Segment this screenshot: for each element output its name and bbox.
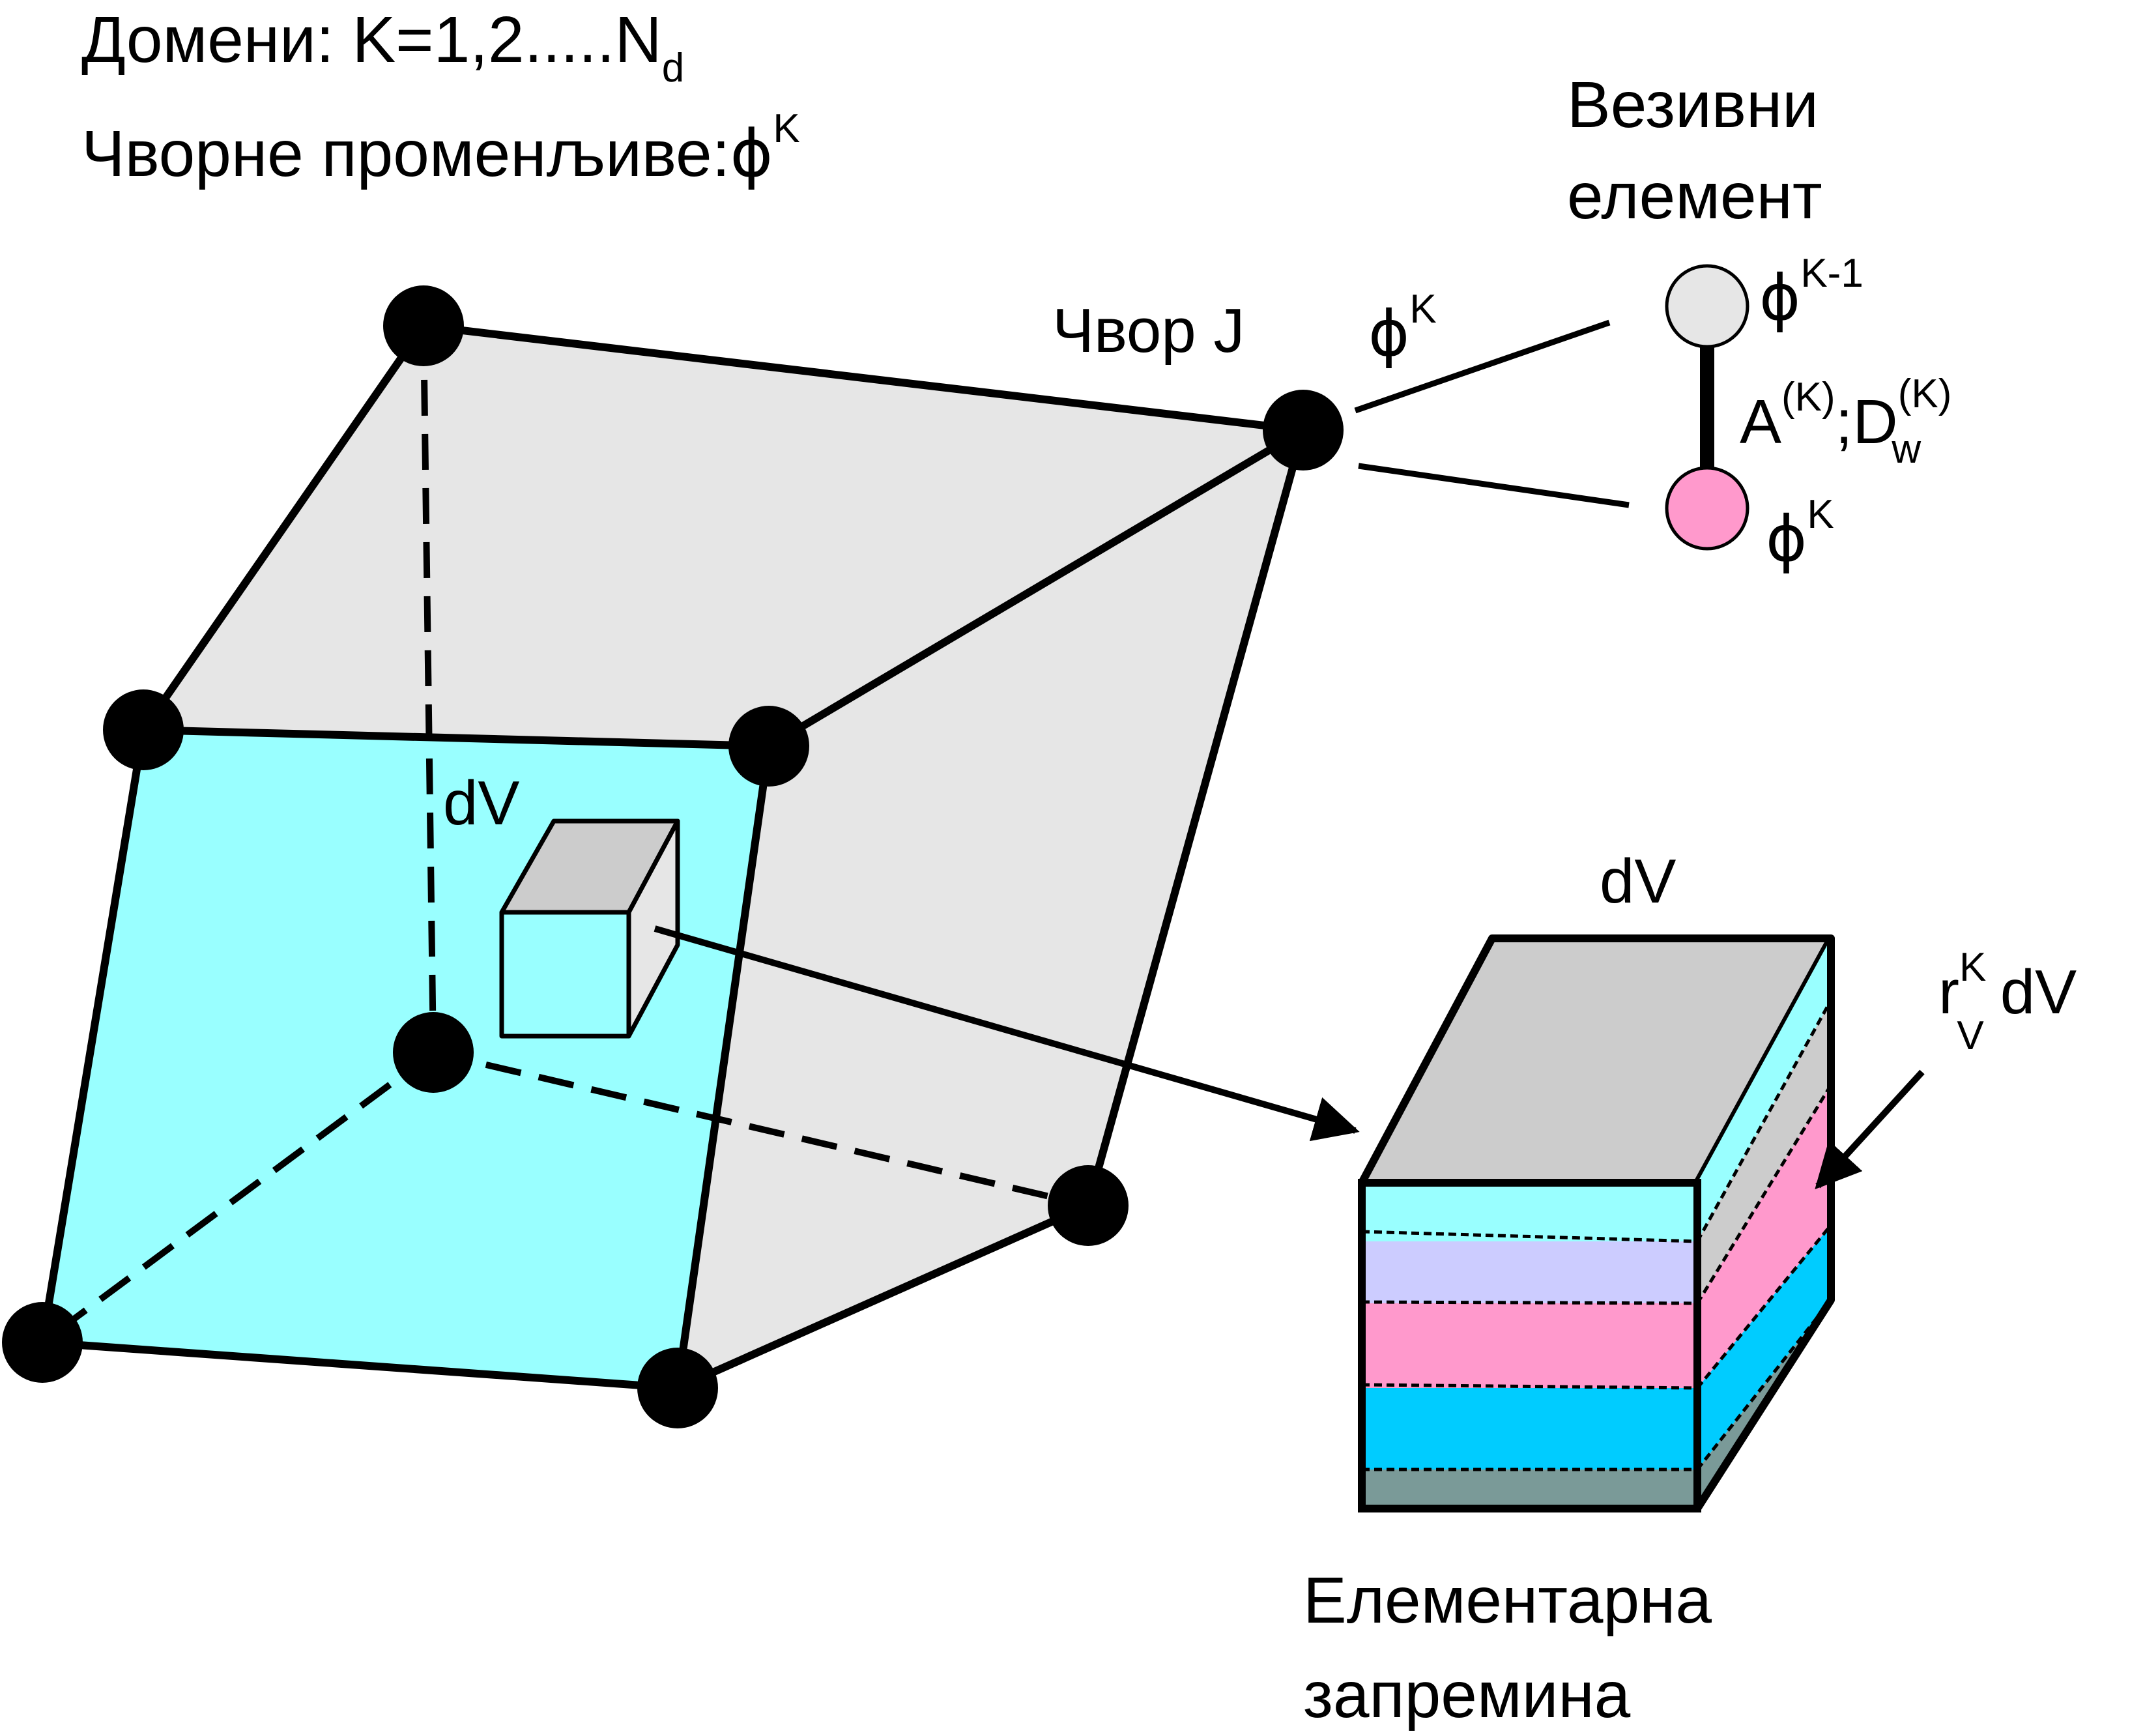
connector-node-top [1665, 264, 1749, 349]
connecting-element-label-line2: елемент [1567, 160, 1822, 233]
hidden-edge-to-front [40, 1049, 435, 1346]
node-bottom-back-right [1048, 1165, 1129, 1246]
node-top-front-right [728, 706, 809, 787]
hidden-edge-to-right [432, 1049, 1089, 1209]
connector-line-upper [1354, 319, 1611, 414]
elementary-volume-label-line2: запремина [1303, 1658, 1631, 1731]
node-j [1263, 390, 1344, 470]
a-d-coefficients-label: A(K);D(K)w [1740, 371, 1951, 472]
dv-volume-label: dV [1600, 846, 1676, 916]
ev-side-cyan [1697, 938, 1831, 1241]
connector-node-bottom [1665, 466, 1749, 551]
connecting-element [1354, 264, 1749, 551]
node-bottom-front-left [2, 1302, 83, 1383]
phi-k-bottom-label: ϕK [1766, 492, 1834, 575]
visible-edges [38, 322, 1307, 1392]
elementary-volume-label-line1: Елементарна [1303, 1564, 1712, 1637]
node-top-back-left [383, 285, 464, 366]
small-dv-cube [499, 818, 680, 1039]
ev-side-gray [1697, 1000, 1831, 1303]
zoom-arrow [654, 925, 1360, 1142]
phi-k-minus-1-label: ϕK-1 [1759, 251, 1864, 334]
domain-nodes [2, 285, 1344, 1428]
node-top-front-left [103, 689, 184, 770]
dv-inner-label: dV [443, 768, 519, 838]
domain-hexahedron [2, 285, 1344, 1428]
node-bottom-front-right [637, 1348, 718, 1428]
connecting-element-label-line1: Везивни [1567, 68, 1819, 141]
back-gray-face [143, 326, 1303, 1388]
ev-layer-blue [1362, 1388, 1697, 1469]
small-cube-front [499, 910, 631, 1039]
ev-side-blue [1697, 1225, 1831, 1469]
ev-front-outline [1358, 1179, 1701, 1512]
phi-k-node-label: ϕK [1368, 287, 1437, 370]
node-hidden-back [393, 1012, 474, 1093]
hidden-edge-vertical [420, 325, 437, 1053]
ev-layer-lavender [1362, 1241, 1697, 1303]
node-j-label: Чвор J [1052, 296, 1245, 366]
ev-layer-pink [1362, 1303, 1697, 1388]
domains-title: Домени: K=1,2.....Nd [81, 3, 684, 91]
ev-side-pink [1697, 1085, 1831, 1388]
node-variables-title: Чворне променљиве:ϕK [81, 106, 800, 192]
source-arrow [1815, 1069, 1925, 1190]
connector-line-lower [1358, 463, 1630, 508]
ev-layer-gray [1362, 1469, 1697, 1509]
ev-side-outline [1693, 938, 1835, 1511]
elementary-volume [1358, 934, 1835, 1512]
